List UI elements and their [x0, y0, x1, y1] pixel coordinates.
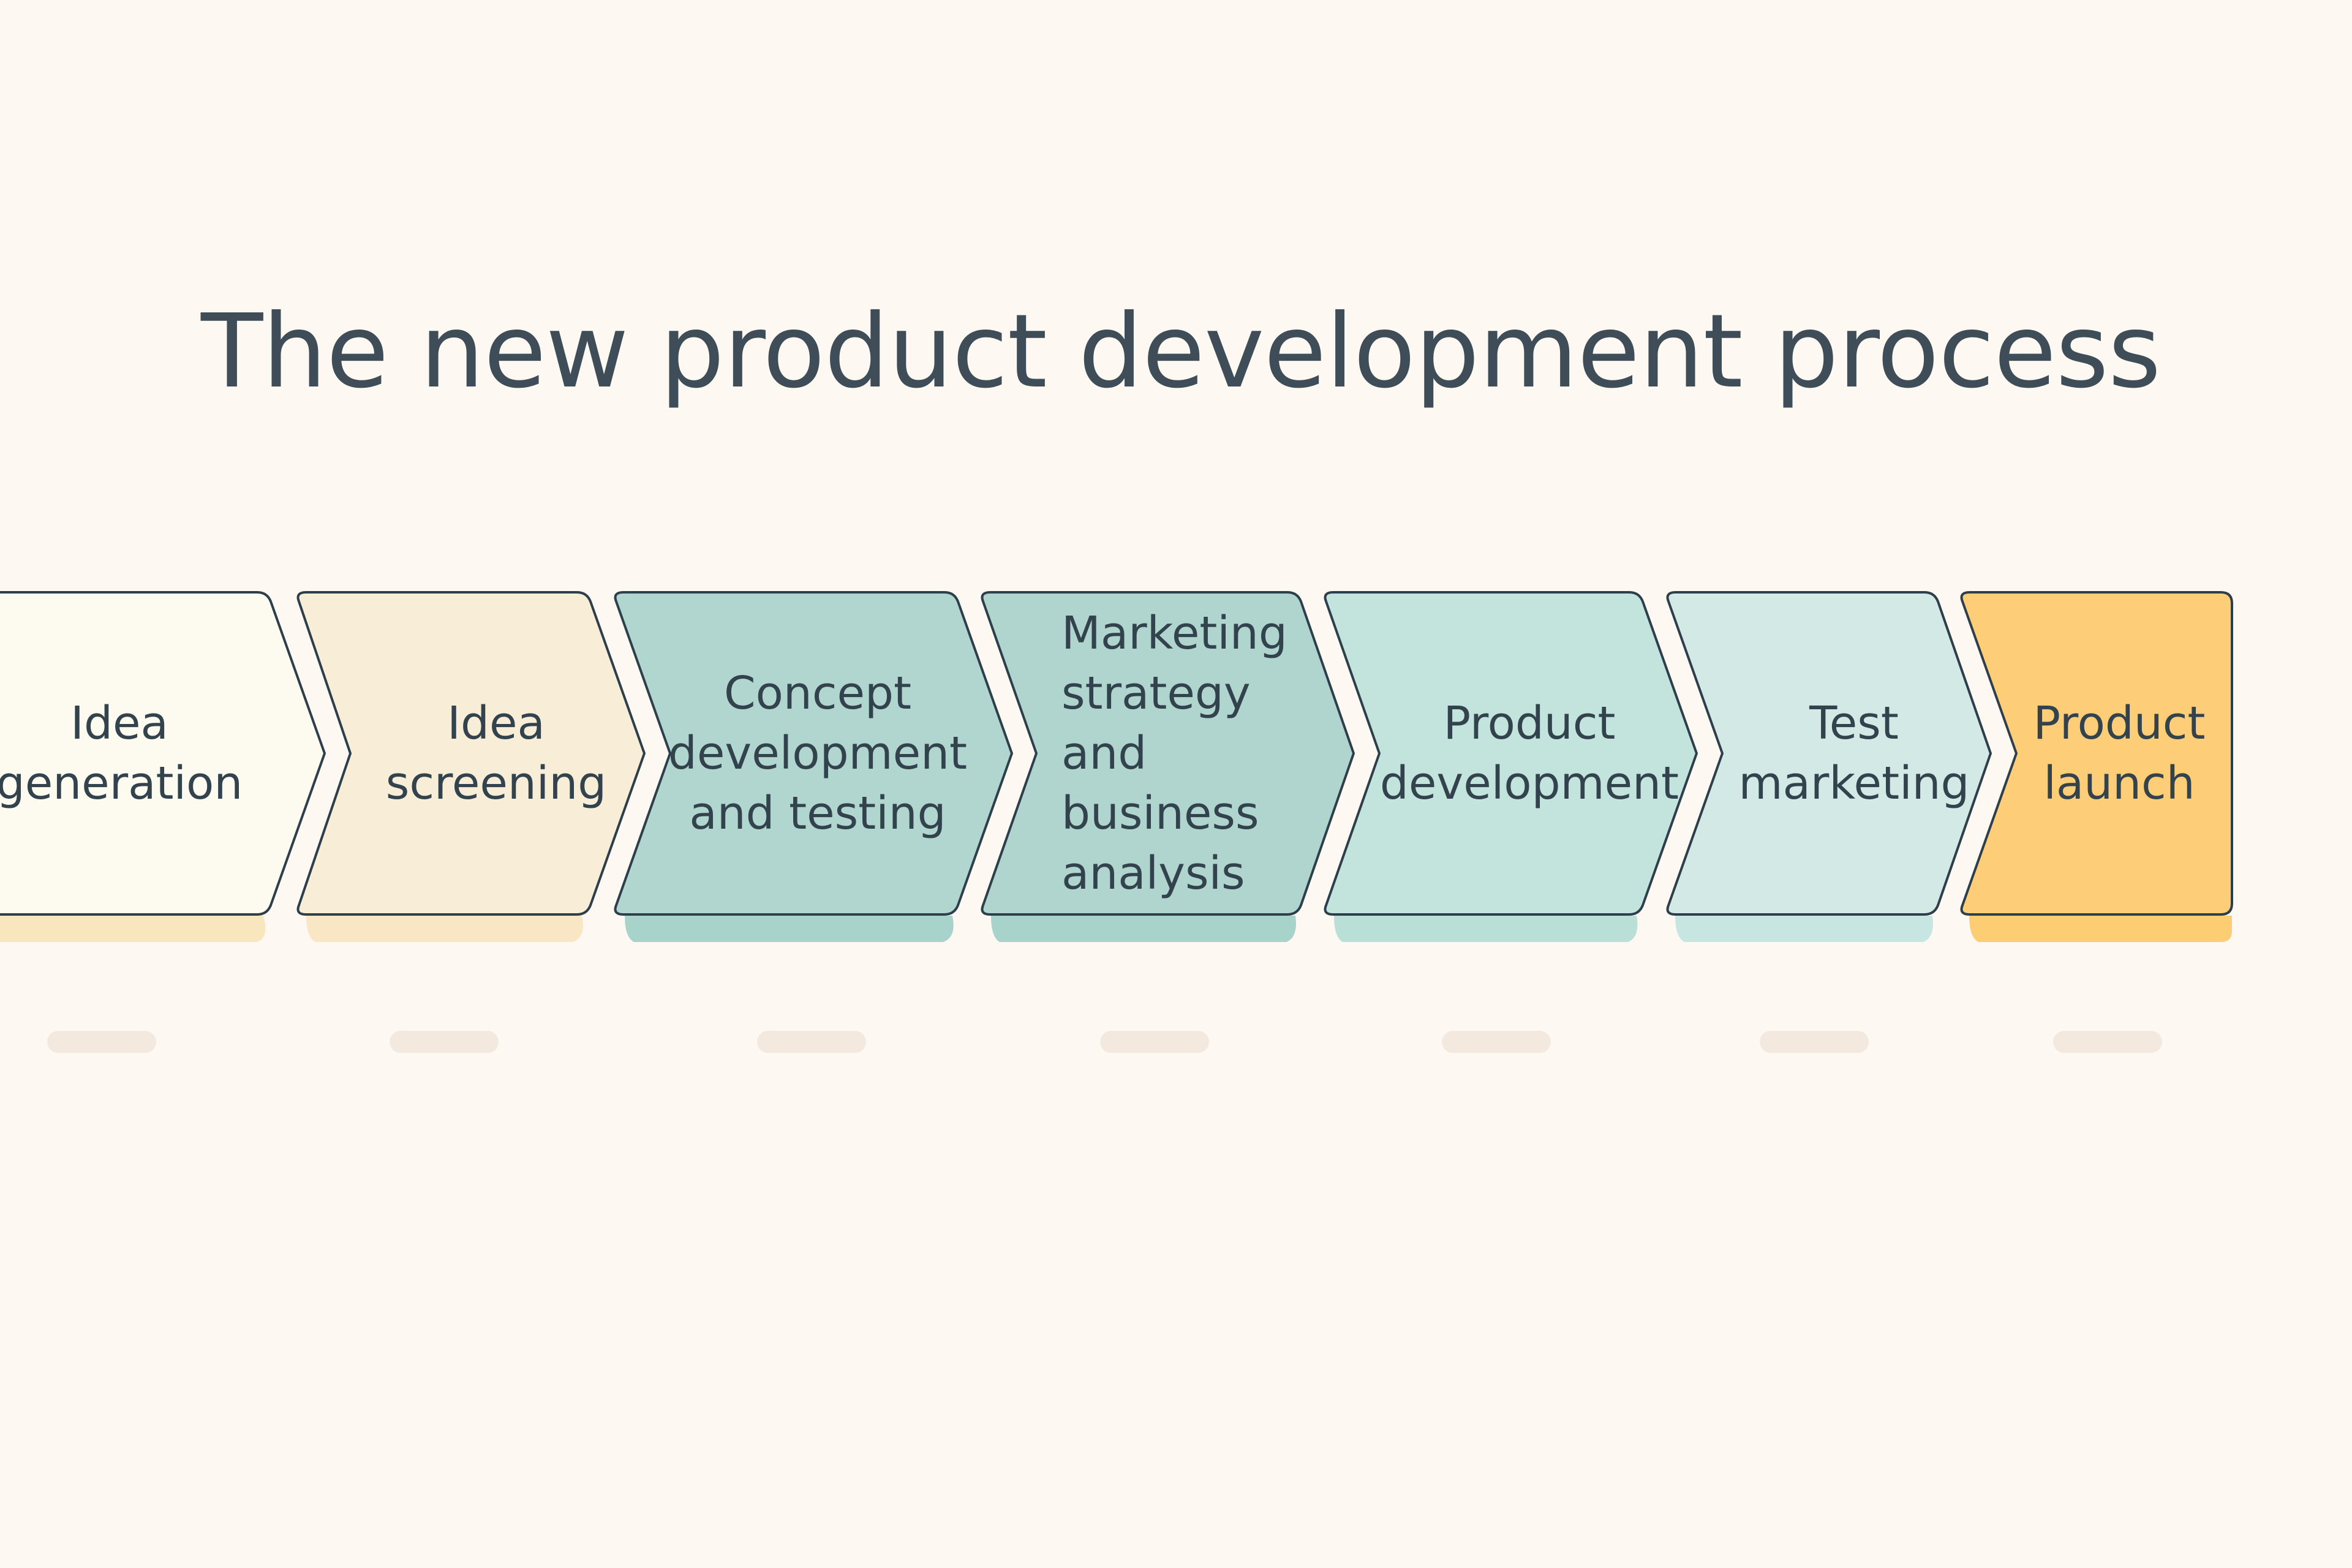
- step-4-shadow: [991, 916, 1296, 942]
- step-2-chevron[interactable]: [296, 591, 646, 916]
- step-3-chevron[interactable]: [614, 591, 1013, 916]
- step-5-shadow: [1334, 916, 1638, 942]
- step-5-placeholder-pill: [1442, 1031, 1551, 1053]
- step-7-placeholder-pill: [2053, 1031, 2162, 1053]
- step-7-shadow: [1969, 916, 2232, 942]
- step-6-chevron[interactable]: [1666, 591, 1992, 916]
- diagram-title: The new product development process: [201, 293, 2161, 411]
- step-6-label: Test marketing: [1738, 697, 1970, 810]
- step-4-label: Marketing strategy and business analysis: [1061, 607, 1287, 900]
- step-3-placeholder-pill: [757, 1031, 866, 1053]
- step-3-shadow: [625, 916, 954, 942]
- step-1-placeholder-pill: [47, 1031, 156, 1053]
- step-6-placeholder-pill: [1760, 1031, 1869, 1053]
- step-7-label: Product launch: [2033, 697, 2206, 810]
- step-7-chevron[interactable]: [1960, 591, 2233, 916]
- step-5-chevron[interactable]: [1324, 591, 1698, 916]
- step-6-shadow: [1675, 916, 1933, 942]
- step-2-label: Idea screening: [385, 697, 607, 810]
- step-1-chevron[interactable]: [0, 591, 326, 916]
- step-1-shadow: [0, 916, 266, 942]
- step-4-chevron[interactable]: [981, 591, 1355, 916]
- step-3-label: Concept development and testing: [668, 667, 968, 840]
- step-2-placeholder-pill: [390, 1031, 499, 1053]
- step-4-placeholder-pill: [1100, 1031, 1209, 1053]
- step-1-label: Idea generation: [0, 697, 243, 810]
- step-2-shadow: [306, 916, 584, 942]
- step-5-label: Product development: [1379, 697, 1679, 810]
